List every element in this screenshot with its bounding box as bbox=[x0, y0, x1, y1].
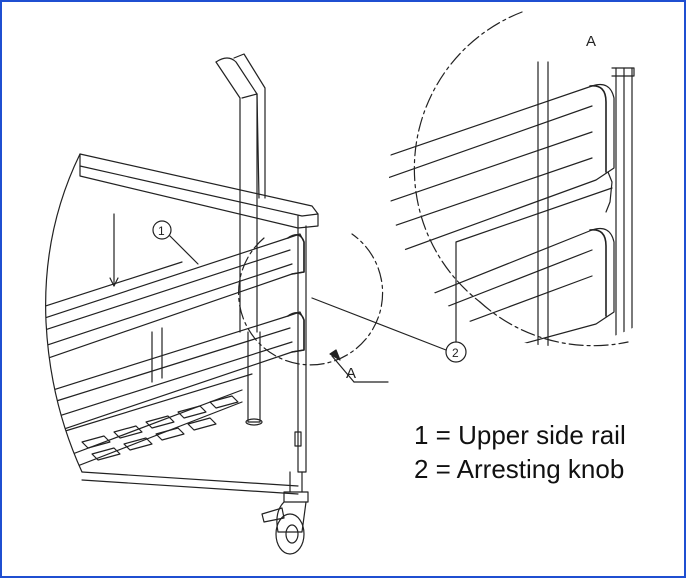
detail-pointer-arrow bbox=[331, 355, 355, 383]
push-handle bbox=[215, 53, 266, 199]
detail-pointer-label: A bbox=[346, 365, 356, 382]
arresting-knob bbox=[605, 171, 613, 213]
callout-2-number: 2 bbox=[452, 346, 459, 360]
callout-2 bbox=[311, 187, 613, 363]
detail-view-a bbox=[389, 11, 635, 347]
detail-marker-circle bbox=[237, 233, 389, 383]
detail-lower-rail bbox=[389, 227, 615, 346]
slat-springs bbox=[81, 395, 239, 461]
detail-title-label: A bbox=[586, 33, 596, 50]
bed-main-view bbox=[45, 53, 319, 555]
legend-item-2: 2 = Arresting knob bbox=[414, 454, 625, 484]
callout-1 bbox=[152, 220, 199, 265]
callout-1-number: 1 bbox=[158, 224, 165, 238]
view-cut-edge bbox=[45, 153, 83, 473]
lower-side-rail bbox=[45, 311, 305, 451]
headboard-top bbox=[79, 153, 319, 229]
caster-wheel bbox=[261, 471, 309, 555]
legend-item-1: 1 = Upper side rail bbox=[414, 420, 626, 450]
